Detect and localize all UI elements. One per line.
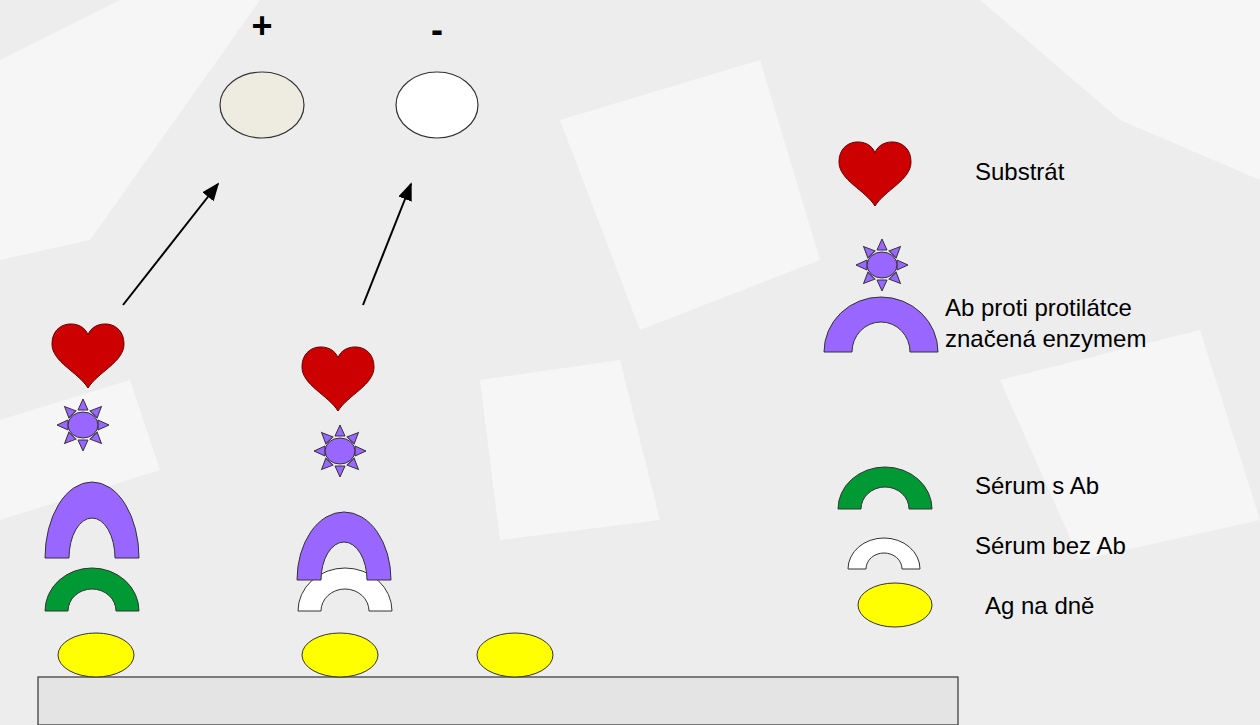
negative-well [396, 72, 478, 138]
background-shapes [0, 0, 1260, 560]
legend-enzyme-sample [856, 239, 908, 291]
result-arrow [363, 184, 411, 305]
legend-antibody-sample [824, 297, 938, 352]
antigen [477, 633, 553, 677]
legend-serum-sample [838, 467, 932, 509]
serum-antibody [45, 568, 139, 611]
legend-text: Ag na dně [985, 590, 1235, 621]
legend-serum-empty-sample [848, 538, 920, 569]
substrate [302, 347, 374, 411]
legend-substrate-sample [839, 142, 911, 206]
plate-bottom [38, 677, 958, 725]
antigen [58, 633, 134, 677]
enzyme-label [57, 399, 109, 451]
secondary-antibody [297, 512, 391, 580]
secondary-antibody [45, 482, 139, 558]
legend-text: Substrát [975, 156, 1235, 187]
result-arrow [123, 184, 218, 305]
antigen [302, 633, 378, 677]
enzyme-label [314, 425, 366, 477]
substrate [52, 324, 124, 388]
result-sign: + [242, 8, 282, 44]
legend-text: Sérum s Ab [975, 470, 1235, 501]
legend-antigen-sample [858, 583, 932, 627]
legend-text: Sérum bez Ab [975, 530, 1235, 561]
legend-text: Ab proti protilátce značená enzymem [945, 292, 1215, 354]
positive-well [220, 72, 304, 138]
result-sign: - [417, 12, 457, 48]
